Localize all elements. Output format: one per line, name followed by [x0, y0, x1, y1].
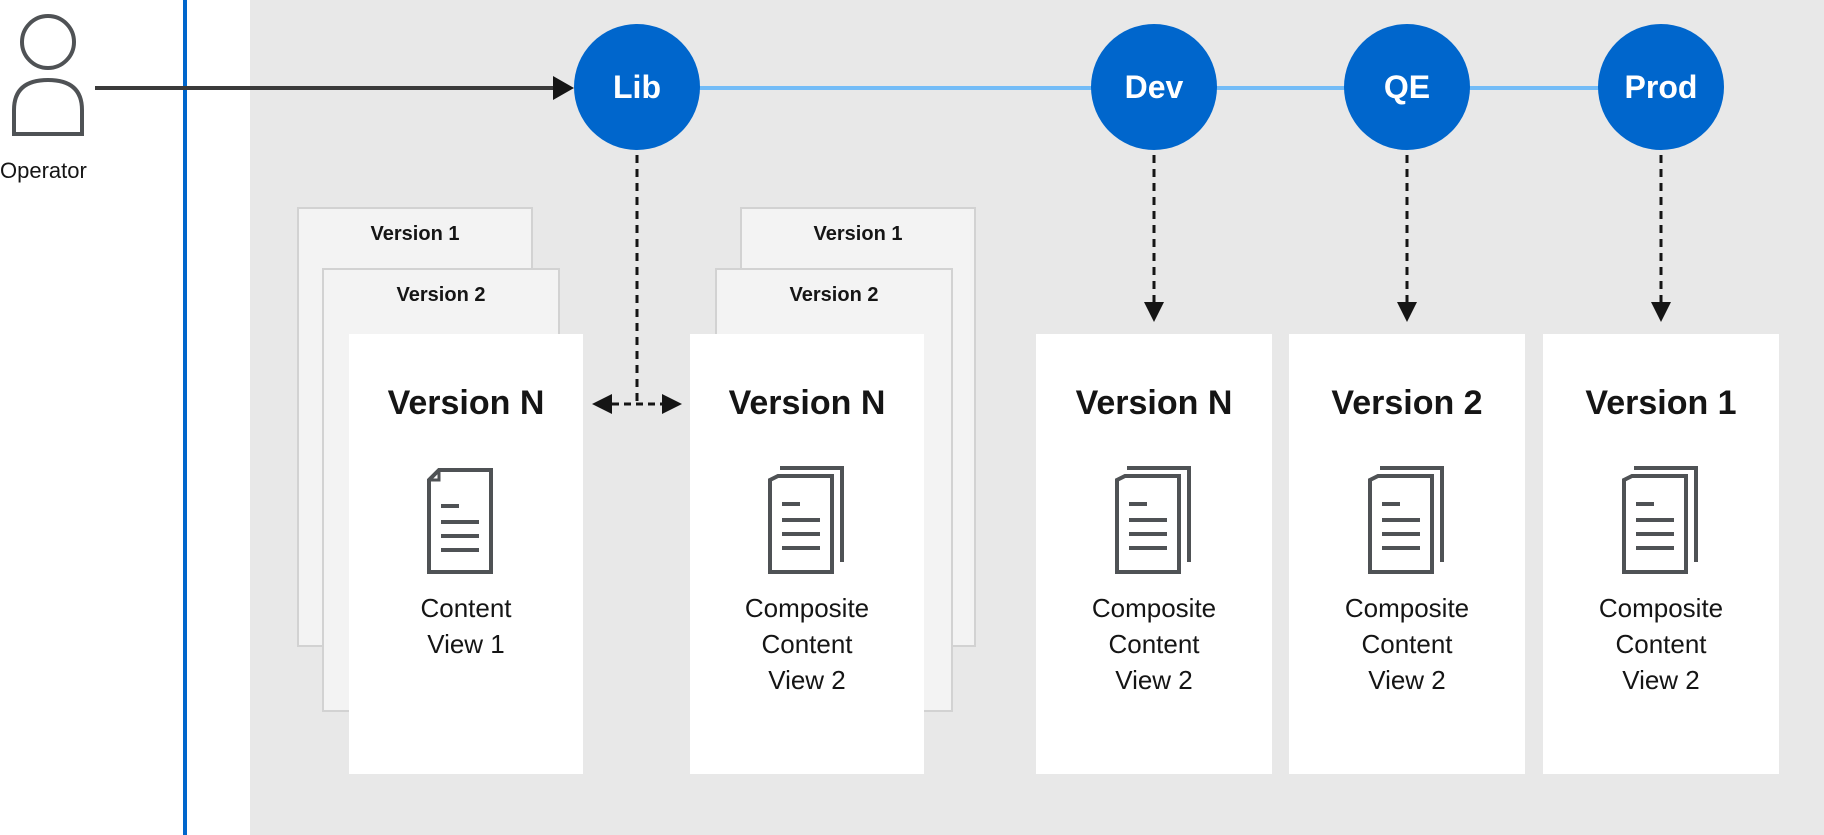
caption-line: Content: [1108, 629, 1200, 659]
caption-line: Composite: [744, 593, 870, 623]
version-title: Version 1: [1585, 384, 1737, 422]
caption-line: View 2: [1622, 665, 1700, 695]
caption-line: View 2: [768, 665, 846, 695]
prod-arrowhead: [1651, 302, 1671, 322]
content-view-caption: Content View 1: [349, 590, 583, 662]
prod-card-caption: Composite Content View 2: [1543, 590, 1779, 698]
document-stack-icon: [1368, 466, 1444, 574]
dev-version-card: Version N Composite Content View 2: [1036, 334, 1272, 774]
version-title: Version N: [728, 384, 886, 422]
version-title: Version 2: [1331, 384, 1483, 422]
caption-line: Content: [420, 593, 512, 623]
document-stack-icon: [1115, 466, 1191, 574]
version-label: Version 2: [789, 284, 879, 306]
caption-line: View 2: [1368, 665, 1446, 695]
caption-line: Composite: [1598, 593, 1724, 623]
env-prod: Prod: [1598, 24, 1724, 150]
env-qe: QE: [1344, 24, 1470, 150]
document-stack-icon: [1622, 466, 1698, 574]
composite-view-caption: Composite Content View 2: [690, 590, 924, 698]
caption-line: Content: [761, 629, 853, 659]
version-label: Version 2: [396, 284, 486, 306]
caption-line: Composite: [1344, 593, 1470, 623]
version-title: Version N: [1075, 384, 1233, 422]
qe-version-card: Version 2 Composite Content View 2: [1289, 334, 1525, 774]
dev-card-caption: Composite Content View 2: [1036, 590, 1272, 698]
caption-line: Composite: [1091, 593, 1217, 623]
caption-line: Content: [1361, 629, 1453, 659]
document-stack-icon: [768, 466, 844, 574]
env-dev: Dev: [1091, 24, 1217, 150]
operator-label: Operator: [0, 158, 87, 183]
qe-arrowhead: [1397, 302, 1417, 322]
version-title: Version N: [387, 384, 545, 422]
operator-icon: [12, 14, 84, 136]
caption-line: View 2: [1115, 665, 1193, 695]
document-icon: [427, 468, 493, 574]
left-arrowhead: [592, 394, 612, 414]
caption-line: View 1: [427, 629, 505, 659]
boundary-line: [183, 0, 187, 835]
env-lib: Lib: [574, 24, 700, 150]
composite-view-version-n-card: Version N Composite Content View 2: [690, 334, 924, 774]
caption-line: Content: [1615, 629, 1707, 659]
version-label: Version 1: [813, 223, 903, 245]
prod-version-card: Version 1 Composite Content View 2: [1543, 334, 1779, 774]
right-arrowhead: [662, 394, 682, 414]
dev-arrowhead: [1144, 302, 1164, 322]
version-label: Version 1: [370, 223, 460, 245]
content-view-version-n-card: Version N Content View 1: [349, 334, 583, 774]
operator-arrowhead: [553, 76, 574, 100]
qe-card-caption: Composite Content View 2: [1289, 590, 1525, 698]
